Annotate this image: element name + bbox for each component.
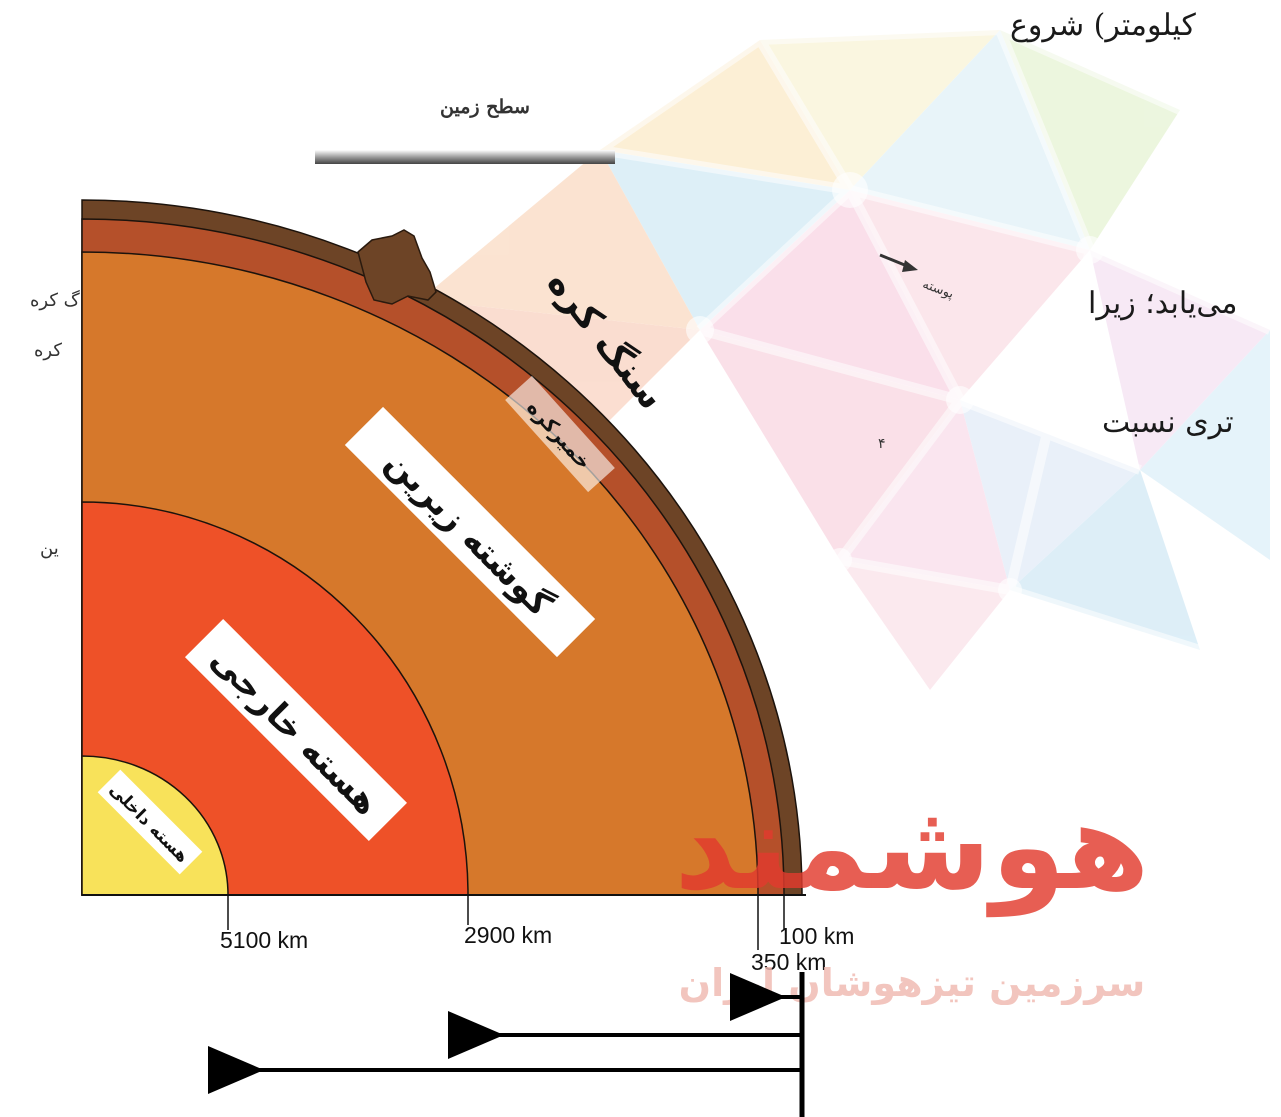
earth-surface-label: سطح زمین xyxy=(440,96,530,118)
mountain-icon xyxy=(357,229,437,305)
left-fragment-mid: کره xyxy=(34,340,62,361)
stray-mark: ۴ xyxy=(878,436,886,452)
depth-label-350: 350 km xyxy=(751,949,826,975)
lower-mantle-label-box xyxy=(344,406,596,658)
watermark-brand: هوشمند xyxy=(674,778,1149,917)
asthenosphere-label-box xyxy=(505,375,615,493)
left-fragment-top: گ کره xyxy=(30,290,80,311)
watermark-tagline: سرزمین تیزهوشان ایران xyxy=(679,961,1146,1005)
background-text-line-3: تری نسبت xyxy=(1102,405,1234,440)
crust-pointer-head xyxy=(902,260,918,272)
inner-core-label-box xyxy=(97,769,203,875)
background-text-line-1: کیلومتر) شروع xyxy=(1010,8,1196,43)
outer-core-label-box xyxy=(184,618,408,842)
left-fragment-low: ین xyxy=(40,538,59,559)
depth-label-100: 100 km xyxy=(779,923,854,949)
scan-strip xyxy=(315,150,615,164)
depth-label-5100: 5100 km xyxy=(220,927,308,953)
depth-label-2900: 2900 km xyxy=(464,922,552,948)
background-text-line-2: می‌یابد؛ زیرا xyxy=(1088,286,1238,321)
watermark-brand-group: هوشمند سرزمین تیزهوشان ایران xyxy=(674,778,1149,1005)
